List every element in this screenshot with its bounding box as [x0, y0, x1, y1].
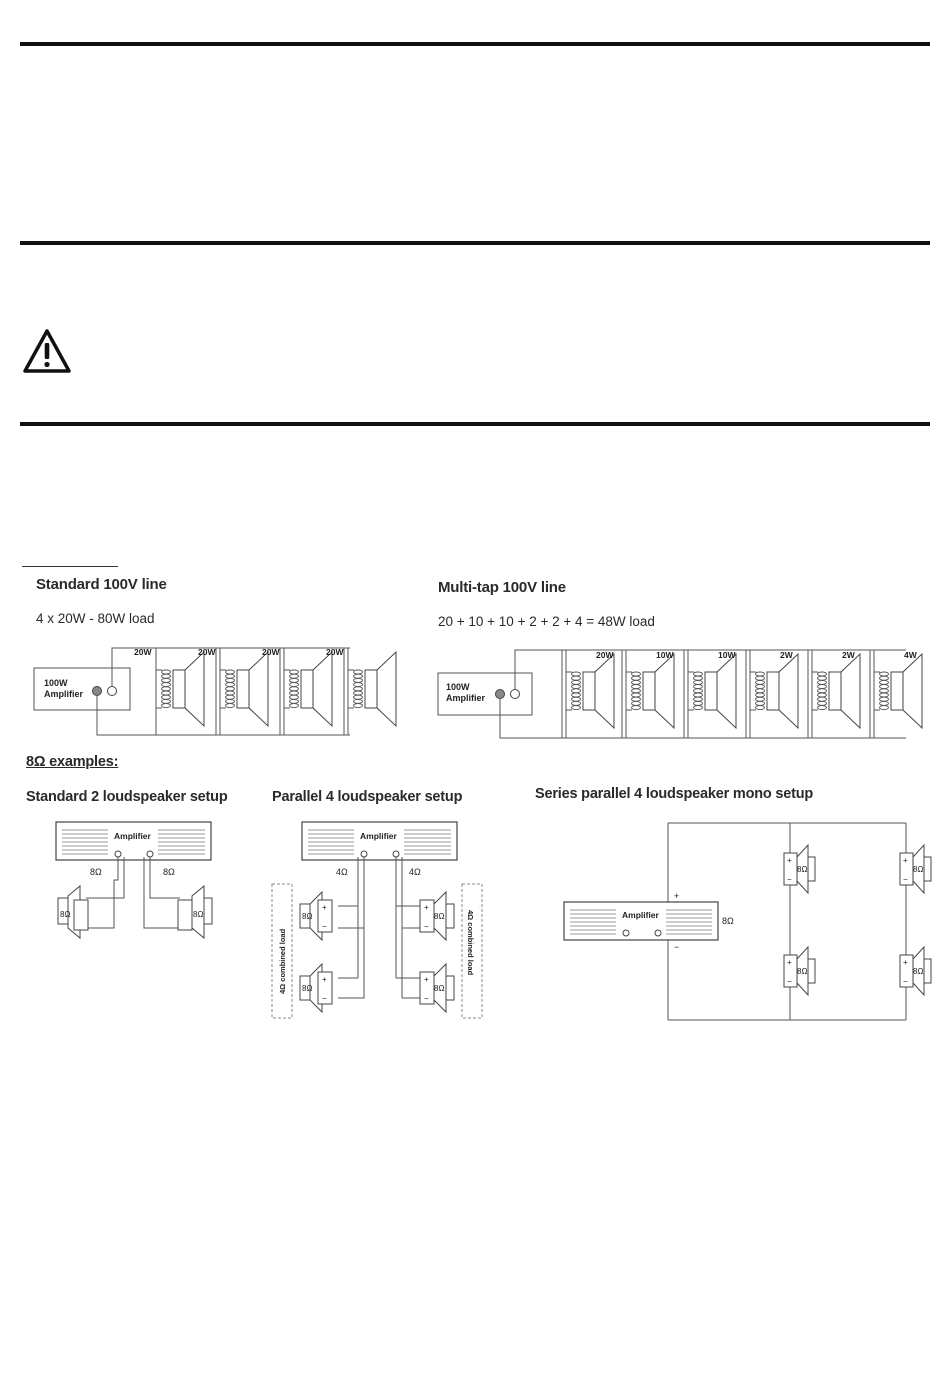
multitap-100v-subtitle: 20 + 10 + 10 + 2 + 2 + 4 = 48W load [438, 614, 655, 629]
series-parallel-4-title: Series parallel 4 loudspeaker mono setup [535, 786, 814, 802]
series-parallel-minus: − [674, 942, 679, 952]
svg-text:−: − [903, 977, 908, 986]
svg-text:8Ω: 8Ω [434, 912, 444, 921]
standard-2-imp-left: 8Ω [90, 867, 102, 877]
multitap-tap-label-1: 20W [596, 650, 614, 660]
svg-text:−: − [903, 875, 908, 884]
parallel-speaker-4: 8Ω + − [419, 962, 455, 1014]
standard-tap-label-2: 20W [198, 647, 216, 657]
multitap-tap-label-4: 2W [780, 650, 794, 660]
standard-speaker-4 [347, 648, 397, 735]
svg-text:8Ω: 8Ω [302, 912, 312, 921]
multitap-speaker-3 [687, 650, 737, 738]
multitap-speaker-6 [873, 650, 923, 738]
multitap-speakers: 20W 10W 10W 2W 2W 4W [561, 650, 923, 738]
standard-tap-label-3: 20W [262, 647, 280, 657]
svg-text:−: − [787, 977, 792, 986]
standard-2-diagram: Amplifier 8Ω 8Ω 8Ω 8Ω [55, 821, 213, 940]
parallel-4-imp-left: 4Ω [336, 867, 348, 877]
parallel-4-title: Parallel 4 loudspeaker setup [272, 789, 463, 805]
series-parallel-imp: 8Ω [722, 916, 734, 926]
parallel-speaker-2: 8Ω + − [299, 962, 333, 1014]
parallel-4-imp-right: 4Ω [409, 867, 421, 877]
series-parallel-plus: + [674, 891, 679, 901]
svg-text:+: + [787, 856, 792, 865]
svg-text:8Ω: 8Ω [913, 967, 923, 976]
standard-speaker-2 [219, 648, 269, 735]
examples-heading: 8Ω examples: [26, 754, 119, 770]
multitap-tap-label-6: 4W [904, 650, 918, 660]
standard-amp-label-1: 100W [44, 678, 68, 688]
series-parallel-speaker-1: 8Ω + − [783, 843, 816, 895]
section-rule-top [20, 42, 930, 46]
standard-tap-label-4: 20W [326, 647, 344, 657]
svg-text:8Ω: 8Ω [797, 967, 807, 976]
svg-text:+: + [322, 975, 327, 984]
multitap-speaker-1 [565, 650, 615, 738]
standard-100v-subtitle: 4 x 20W - 80W load [36, 611, 155, 626]
series-parallel-speaker-3: 8Ω + − [899, 843, 932, 895]
svg-text:+: + [322, 903, 327, 912]
multitap-100v-title: Multi-tap 100V line [438, 579, 566, 596]
section-rule-middle [20, 241, 930, 245]
svg-text:−: − [322, 994, 327, 1003]
series-parallel-amp-label: Amplifier [622, 910, 660, 920]
parallel-4-combined-right: 4Ω combined load [466, 910, 475, 976]
parallel-4-combined-left: 4Ω combined load [278, 928, 287, 994]
parallel-speaker-3: 8Ω + − [419, 890, 455, 942]
multitap-speaker-2 [625, 650, 675, 738]
series-parallel-speakers: 8Ω+−8Ω+−8Ω+−8Ω+− [783, 843, 932, 997]
parallel-4-diagram: Amplifier 4Ω 4Ω 4Ω combined load 4Ω comb… [271, 821, 483, 1019]
multitap-speaker-4 [749, 650, 799, 738]
svg-text:+: + [424, 903, 429, 912]
standard-2-spk-right: 8Ω [193, 910, 203, 919]
svg-text:8Ω: 8Ω [913, 865, 923, 874]
svg-text:−: − [424, 922, 429, 931]
multitap-tap-label-5: 2W [842, 650, 856, 660]
parallel-speaker-1: 8Ω + − [299, 890, 333, 942]
parallel-speakers: 8Ω+−8Ω+−8Ω+−8Ω+− [299, 890, 455, 1014]
standard-2-amp-label: Amplifier [114, 831, 152, 841]
series-parallel-4-diagram: Amplifier + − 8Ω 8Ω+−8Ω+−8Ω+−8Ω+− [563, 822, 932, 1021]
standard-2-title: Standard 2 loudspeaker setup [26, 789, 228, 805]
svg-text:8Ω: 8Ω [434, 984, 444, 993]
standard-amp-label-2: Amplifier [44, 689, 84, 699]
multitap-tap-label-2: 10W [656, 650, 674, 660]
svg-text:+: + [903, 958, 908, 967]
multitap-amp-label-1: 100W [446, 682, 470, 692]
standard-2-spk-left: 8Ω [60, 910, 70, 919]
standard-speakers: 20W 20W 20W 20W [134, 647, 397, 735]
svg-text:−: − [424, 994, 429, 1003]
svg-text:8Ω: 8Ω [797, 865, 807, 874]
svg-text:+: + [424, 975, 429, 984]
standard-speaker-1 [155, 648, 205, 735]
multitap-speaker-5 [811, 650, 861, 738]
standard-100v-diagram: 100W Amplifier 20W 20W 20W 20W [33, 647, 397, 736]
svg-text:−: − [787, 875, 792, 884]
svg-text:+: + [787, 958, 792, 967]
multitap-amp-label-2: Amplifier [446, 693, 486, 703]
parallel-4-amp-label: Amplifier [360, 831, 398, 841]
section-rule-lower [20, 422, 930, 426]
standard-tap-label-1: 20W [134, 647, 152, 657]
standard-speaker-3 [283, 648, 333, 735]
standard-100v-title: Standard 100V line [36, 576, 167, 593]
svg-text:8Ω: 8Ω [302, 984, 312, 993]
warning-triangle-icon [23, 329, 71, 373]
series-parallel-speaker-2: 8Ω + − [783, 945, 816, 997]
standard-2-imp-right: 8Ω [163, 867, 175, 877]
short-divider [22, 566, 118, 567]
multitap-tap-label-3: 10W [718, 650, 736, 660]
svg-text:−: − [322, 922, 327, 931]
series-parallel-speaker-4: 8Ω + − [899, 945, 932, 997]
svg-text:+: + [903, 856, 908, 865]
multitap-100v-diagram: 100W Amplifier 20W 10W 10W 2W 2W 4W [437, 649, 923, 739]
